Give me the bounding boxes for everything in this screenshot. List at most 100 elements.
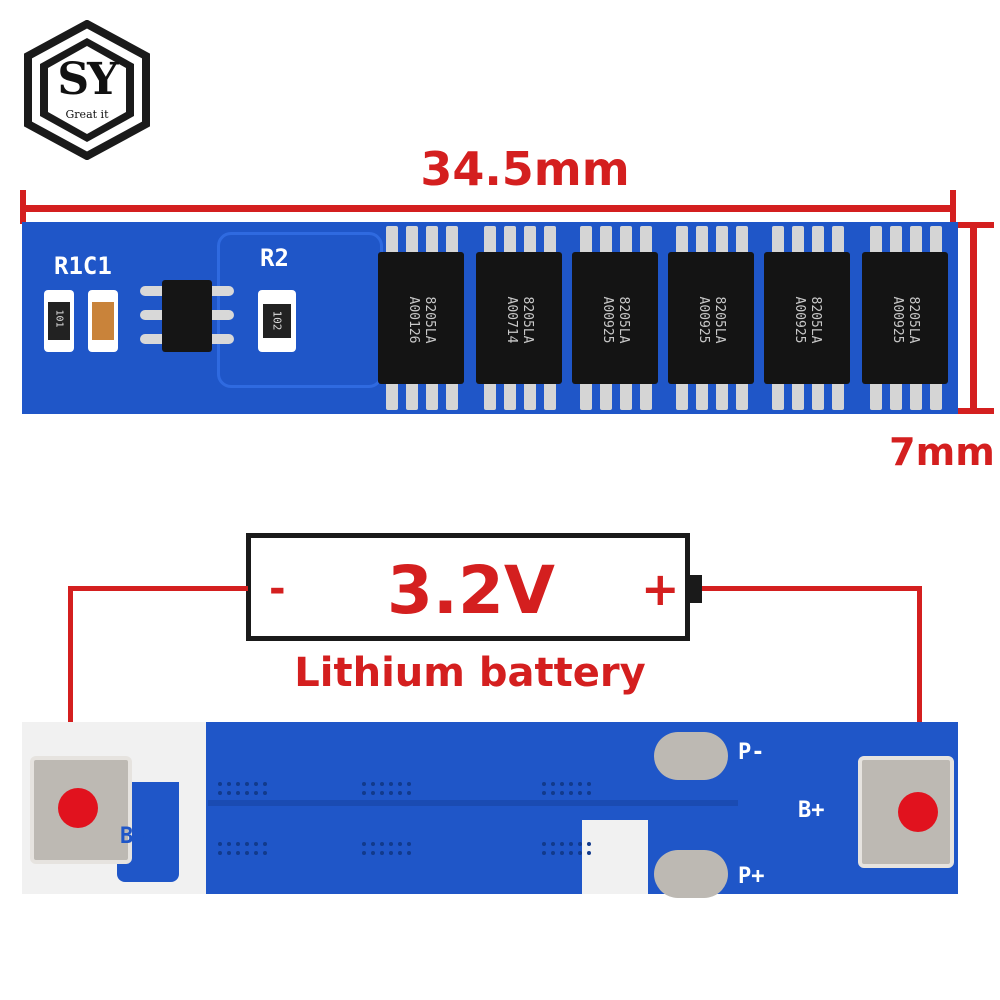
via-dot	[587, 782, 591, 786]
via-dot	[380, 791, 384, 795]
via-dot	[398, 842, 402, 846]
silk-area-center	[582, 820, 648, 894]
via-dot	[245, 791, 249, 795]
via-dot	[398, 851, 402, 855]
via-dot	[263, 791, 267, 795]
via-dot	[263, 842, 267, 846]
via-dot	[263, 851, 267, 855]
via-dot	[587, 842, 591, 846]
via-dot	[560, 791, 564, 795]
via-dot	[542, 791, 546, 795]
length-dimension-line	[22, 205, 956, 212]
wire-negative-vertical	[68, 586, 73, 816]
logo-letters: SY	[57, 54, 118, 105]
length-dimension-label: 34.5mm	[420, 142, 630, 196]
via-dot	[560, 851, 564, 855]
via-dot	[398, 782, 402, 786]
battery-symbol: - 3.2V +	[246, 533, 690, 641]
via-dot	[362, 782, 366, 786]
via-dot	[236, 842, 240, 846]
copper-trace	[217, 232, 383, 388]
via-dot	[380, 782, 384, 786]
via-dot	[389, 782, 393, 786]
via-dot	[578, 782, 582, 786]
via-dot	[569, 791, 573, 795]
length-left-tick	[20, 190, 26, 224]
width-bottom-tick	[958, 408, 994, 414]
via-dot	[407, 791, 411, 795]
via-dot	[371, 791, 375, 795]
via-dot	[371, 842, 375, 846]
via-dot	[569, 851, 573, 855]
via-dot	[218, 851, 222, 855]
via-dot	[551, 851, 555, 855]
battery-minus-sign: -	[269, 566, 286, 612]
via-dot	[263, 782, 267, 786]
wire-negative-horizontal	[68, 586, 248, 591]
brand-logo: SY Great it	[22, 19, 152, 161]
wire-positive-horizontal	[702, 586, 922, 591]
via-dot	[587, 791, 591, 795]
via-dot	[389, 791, 393, 795]
via-dot	[380, 851, 384, 855]
silk-b-plus: B+	[798, 798, 825, 823]
via-dot	[227, 782, 231, 786]
via-dot	[218, 791, 222, 795]
via-dot	[551, 842, 555, 846]
via-dot	[245, 851, 249, 855]
silk-p-plus: P+	[738, 864, 765, 889]
b-minus-pad	[30, 756, 132, 864]
via-dot	[569, 782, 573, 786]
silk-b-minus: B-	[120, 824, 147, 849]
length-right-tick	[950, 190, 956, 224]
via-dot	[398, 791, 402, 795]
via-dot	[218, 842, 222, 846]
silk-p-minus: P-	[738, 740, 765, 765]
via-dot	[542, 782, 546, 786]
via-dot	[371, 782, 375, 786]
width-dimension-label: 7mm	[889, 430, 995, 474]
via-dot	[254, 782, 258, 786]
via-dot	[362, 842, 366, 846]
battery-plus-sign: +	[641, 562, 680, 616]
battery-terminal-nub	[690, 575, 702, 603]
via-dot	[245, 782, 249, 786]
p-plus-pad	[654, 850, 728, 898]
width-dimension-line	[970, 222, 977, 414]
b-plus-wire-dot	[898, 792, 938, 832]
via-dot	[254, 842, 258, 846]
via-dot	[371, 851, 375, 855]
silk-r1c1: R1C1	[54, 252, 112, 280]
via-dot	[236, 791, 240, 795]
resistor-r2: 102	[258, 290, 296, 352]
via-dot	[407, 851, 411, 855]
via-dot	[362, 851, 366, 855]
via-dot	[362, 791, 366, 795]
b-minus-wire-dot	[58, 788, 98, 828]
via-dot	[389, 851, 393, 855]
via-dot	[236, 851, 240, 855]
trace-groove	[208, 800, 738, 806]
via-dot	[245, 842, 249, 846]
via-dot	[254, 791, 258, 795]
via-dot	[578, 842, 582, 846]
p-minus-pad	[654, 732, 728, 780]
battery-caption: Lithium battery	[294, 650, 646, 696]
wire-positive-vertical	[917, 586, 922, 814]
via-dot	[254, 851, 258, 855]
logo-tagline: Great it	[65, 108, 109, 121]
via-dot	[218, 782, 222, 786]
battery-voltage: 3.2V	[387, 552, 555, 629]
via-dot	[389, 842, 393, 846]
